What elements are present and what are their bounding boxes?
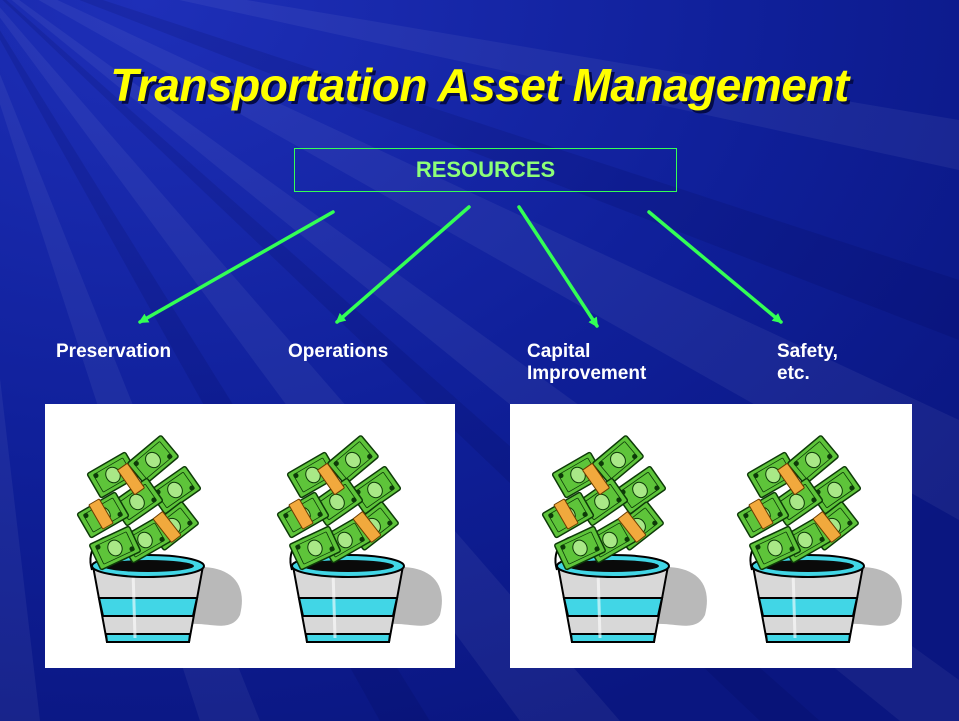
money-bucket-icon — [255, 420, 445, 650]
resources-box: RESOURCES — [294, 148, 677, 192]
label-safety: Safety, etc. — [777, 341, 838, 384]
bucket-panel-right — [510, 404, 912, 668]
label-capital-improvement: Capital Improvement — [527, 341, 647, 384]
resources-label: RESOURCES — [415, 157, 556, 182]
label-operations: Operations — [288, 341, 389, 362]
money-bucket-icon — [520, 420, 710, 650]
bucket-panel-left — [45, 404, 455, 668]
label-preservation: Preservation — [56, 341, 172, 362]
money-bucket-icon — [715, 420, 905, 650]
slide-title: Transportation Asset Management — [110, 59, 849, 111]
money-bucket-icon — [55, 420, 245, 650]
